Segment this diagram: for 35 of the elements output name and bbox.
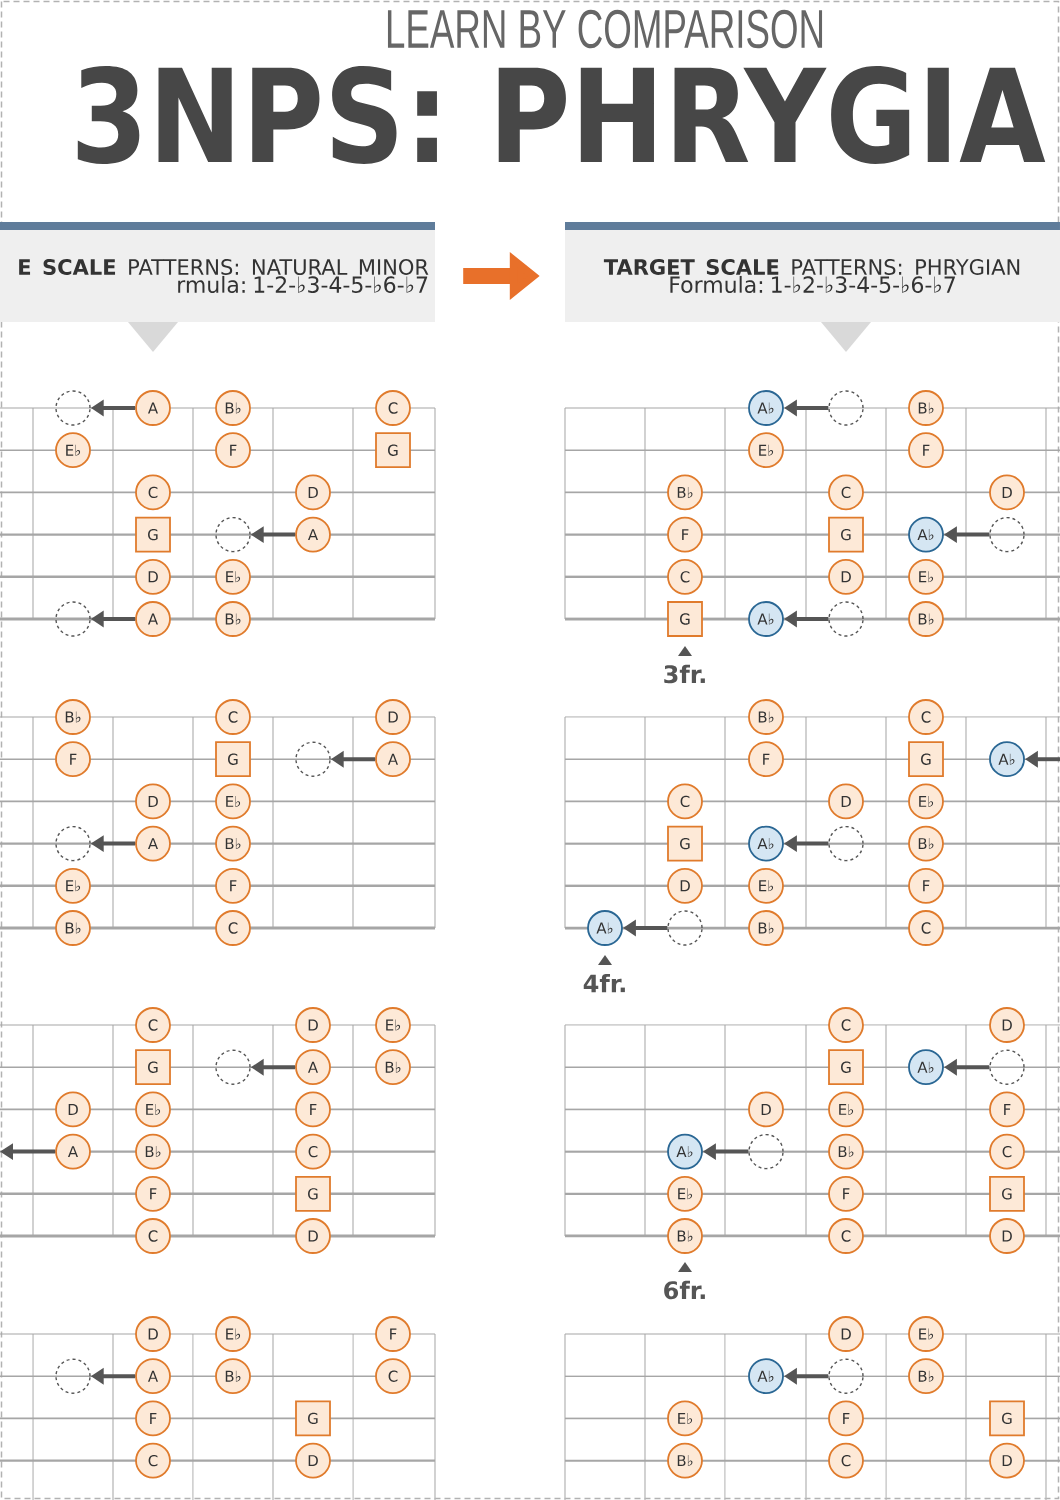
dashed-circle	[215, 516, 251, 553]
dashed-circle	[55, 390, 91, 426]
root-note-square: G	[375, 432, 411, 469]
dashed-circle	[989, 516, 1025, 553]
root-note-square: G	[908, 741, 944, 778]
dashed-circle	[55, 601, 91, 637]
header-panel: E SCALE PATTERNS: NATURAL MINOR rmula: 1-2-♭3-4-5-♭6-♭7	[0, 222, 435, 352]
dashed-circle	[748, 1133, 784, 1170]
header-panel: TARGET SCALE PATTERNS: PHRYGIAN Formula: 1-♭2-♭3-4-5-♭6-♭7	[565, 222, 1060, 352]
dashed-circle	[295, 741, 331, 777]
root-note-square: G	[295, 1400, 331, 1437]
dashed-circle	[828, 1358, 864, 1394]
dashed-circle	[989, 1049, 1025, 1085]
root-note-square: G	[135, 1049, 171, 1086]
dashed-circle	[828, 825, 864, 862]
root-note-square: G	[295, 1175, 331, 1212]
root-note-square: G	[828, 1049, 864, 1086]
root-note-square: G	[989, 1175, 1025, 1212]
dashed-circle	[828, 390, 864, 426]
root-note-square: G	[215, 741, 251, 778]
dashed-circle	[55, 825, 91, 862]
fret-label: 4fr.	[583, 973, 625, 993]
root-note-square: G	[667, 601, 703, 637]
root-note-square: G	[667, 825, 703, 862]
root-note-square: G	[828, 516, 864, 553]
dashed-circle	[667, 910, 703, 946]
dashed-circle	[55, 1358, 91, 1394]
title: 3NPS: PHRYGIA	[77, 66, 1046, 164]
subtitle: LEARN BY COMPARISON	[387, 9, 823, 49]
fret-label: 6fr.	[664, 1280, 705, 1300]
root-note-square: G	[135, 516, 171, 553]
dashed-circle	[215, 1049, 251, 1085]
fret-label: 3fr.	[664, 664, 705, 684]
dashed-circle	[828, 601, 864, 637]
root-note-square: G	[989, 1400, 1025, 1437]
